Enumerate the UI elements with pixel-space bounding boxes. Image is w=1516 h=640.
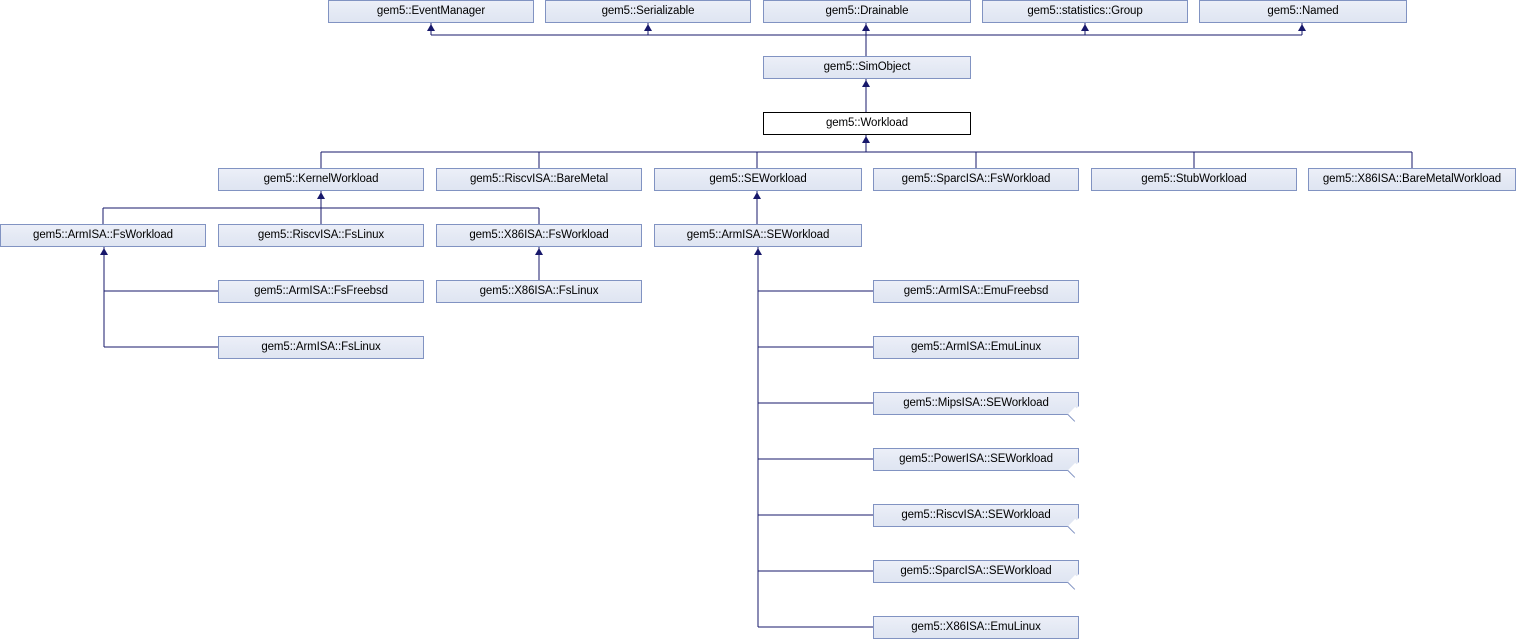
class-node-label: gem5::ArmISA::FsFreebsd	[254, 284, 388, 297]
class-node-label: gem5::ArmISA::EmuLinux	[910, 340, 1042, 353]
class-node-riscv-fslinux[interactable]: gem5::RiscvISA::FsLinux	[218, 224, 424, 247]
class-node-label: gem5::X86ISA::BareMetalWorkload	[1322, 172, 1502, 185]
class-node-mips-seworkload[interactable]: gem5::MipsISA::SEWorkload	[873, 392, 1079, 415]
class-node-arm-seworkload[interactable]: gem5::ArmISA::SEWorkload	[654, 224, 862, 247]
class-node-label: gem5::Named	[1267, 4, 1339, 17]
class-node-arm-emulinux[interactable]: gem5::ArmISA::EmuLinux	[873, 336, 1079, 359]
class-node-power-seworkload[interactable]: gem5::PowerISA::SEWorkload	[873, 448, 1079, 471]
class-node-arm-fsworkload[interactable]: gem5::ArmISA::FsWorkload	[0, 224, 206, 247]
class-node-label: gem5::SparcISA::FsWorkload	[901, 172, 1051, 185]
class-node-label: gem5::ArmISA::FsLinux	[261, 340, 381, 353]
class-node-label: gem5::RiscvISA::SEWorkload	[901, 508, 1051, 521]
class-node-label: gem5::Serializable	[601, 4, 695, 17]
class-node-arm-fsfreebsd[interactable]: gem5::ArmISA::FsFreebsd	[218, 280, 424, 303]
class-node-label: gem5::X86ISA::EmuLinux	[911, 620, 1041, 633]
class-node-riscv-baremetal[interactable]: gem5::RiscvISA::BareMetal	[436, 168, 642, 191]
class-node-label: gem5::ArmISA::FsWorkload	[33, 228, 173, 241]
class-node-x86-baremetal[interactable]: gem5::X86ISA::BareMetalWorkload	[1308, 168, 1516, 191]
class-node-simobject[interactable]: gem5::SimObject	[763, 56, 971, 79]
class-node-label: gem5::ArmISA::EmuFreebsd	[903, 284, 1049, 297]
class-node-sparc-fsworkload[interactable]: gem5::SparcISA::FsWorkload	[873, 168, 1079, 191]
class-node-serializable[interactable]: gem5::Serializable	[545, 0, 751, 23]
class-node-arm-emufreebsd[interactable]: gem5::ArmISA::EmuFreebsd	[873, 280, 1079, 303]
class-node-label: gem5::RiscvISA::FsLinux	[257, 228, 385, 241]
class-node-x86-fslinux[interactable]: gem5::X86ISA::FsLinux	[436, 280, 642, 303]
class-node-label: gem5::PowerISA::SEWorkload	[899, 452, 1053, 465]
class-node-x86-fsworkload[interactable]: gem5::X86ISA::FsWorkload	[436, 224, 642, 247]
class-node-label: gem5::ArmISA::SEWorkload	[686, 228, 830, 241]
class-node-statistics-group[interactable]: gem5::statistics::Group	[982, 0, 1188, 23]
class-node-label: gem5::RiscvISA::BareMetal	[469, 172, 609, 185]
class-node-label: gem5::SEWorkload	[709, 172, 807, 185]
class-node-label: gem5::statistics::Group	[1027, 4, 1143, 17]
class-node-eventmanager[interactable]: gem5::EventManager	[328, 0, 534, 23]
class-node-label: gem5::KernelWorkload	[263, 172, 379, 185]
class-node-label: gem5::SparcISA::SEWorkload	[900, 564, 1052, 577]
class-node-label: gem5::Drainable	[825, 4, 909, 17]
class-node-label: gem5::X86ISA::FsWorkload	[469, 228, 609, 241]
class-node-drainable[interactable]: gem5::Drainable	[763, 0, 971, 23]
class-node-label: gem5::EventManager	[376, 4, 486, 17]
class-node-stubworkload[interactable]: gem5::StubWorkload	[1091, 168, 1297, 191]
class-node-riscv-seworkload[interactable]: gem5::RiscvISA::SEWorkload	[873, 504, 1079, 527]
class-node-seworkload[interactable]: gem5::SEWorkload	[654, 168, 862, 191]
class-node-sparc-seworkload[interactable]: gem5::SparcISA::SEWorkload	[873, 560, 1079, 583]
class-node-label: gem5::SimObject	[823, 60, 911, 73]
class-node-kernelworkload[interactable]: gem5::KernelWorkload	[218, 168, 424, 191]
class-node-named[interactable]: gem5::Named	[1199, 0, 1407, 23]
class-node-label: gem5::Workload	[825, 116, 909, 129]
class-node-workload[interactable]: gem5::Workload	[763, 112, 971, 135]
class-node-x86-emulinux[interactable]: gem5::X86ISA::EmuLinux	[873, 616, 1079, 639]
class-node-label: gem5::StubWorkload	[1141, 172, 1247, 185]
class-node-label: gem5::X86ISA::FsLinux	[479, 284, 599, 297]
class-node-arm-fslinux[interactable]: gem5::ArmISA::FsLinux	[218, 336, 424, 359]
class-node-label: gem5::MipsISA::SEWorkload	[903, 396, 1049, 409]
